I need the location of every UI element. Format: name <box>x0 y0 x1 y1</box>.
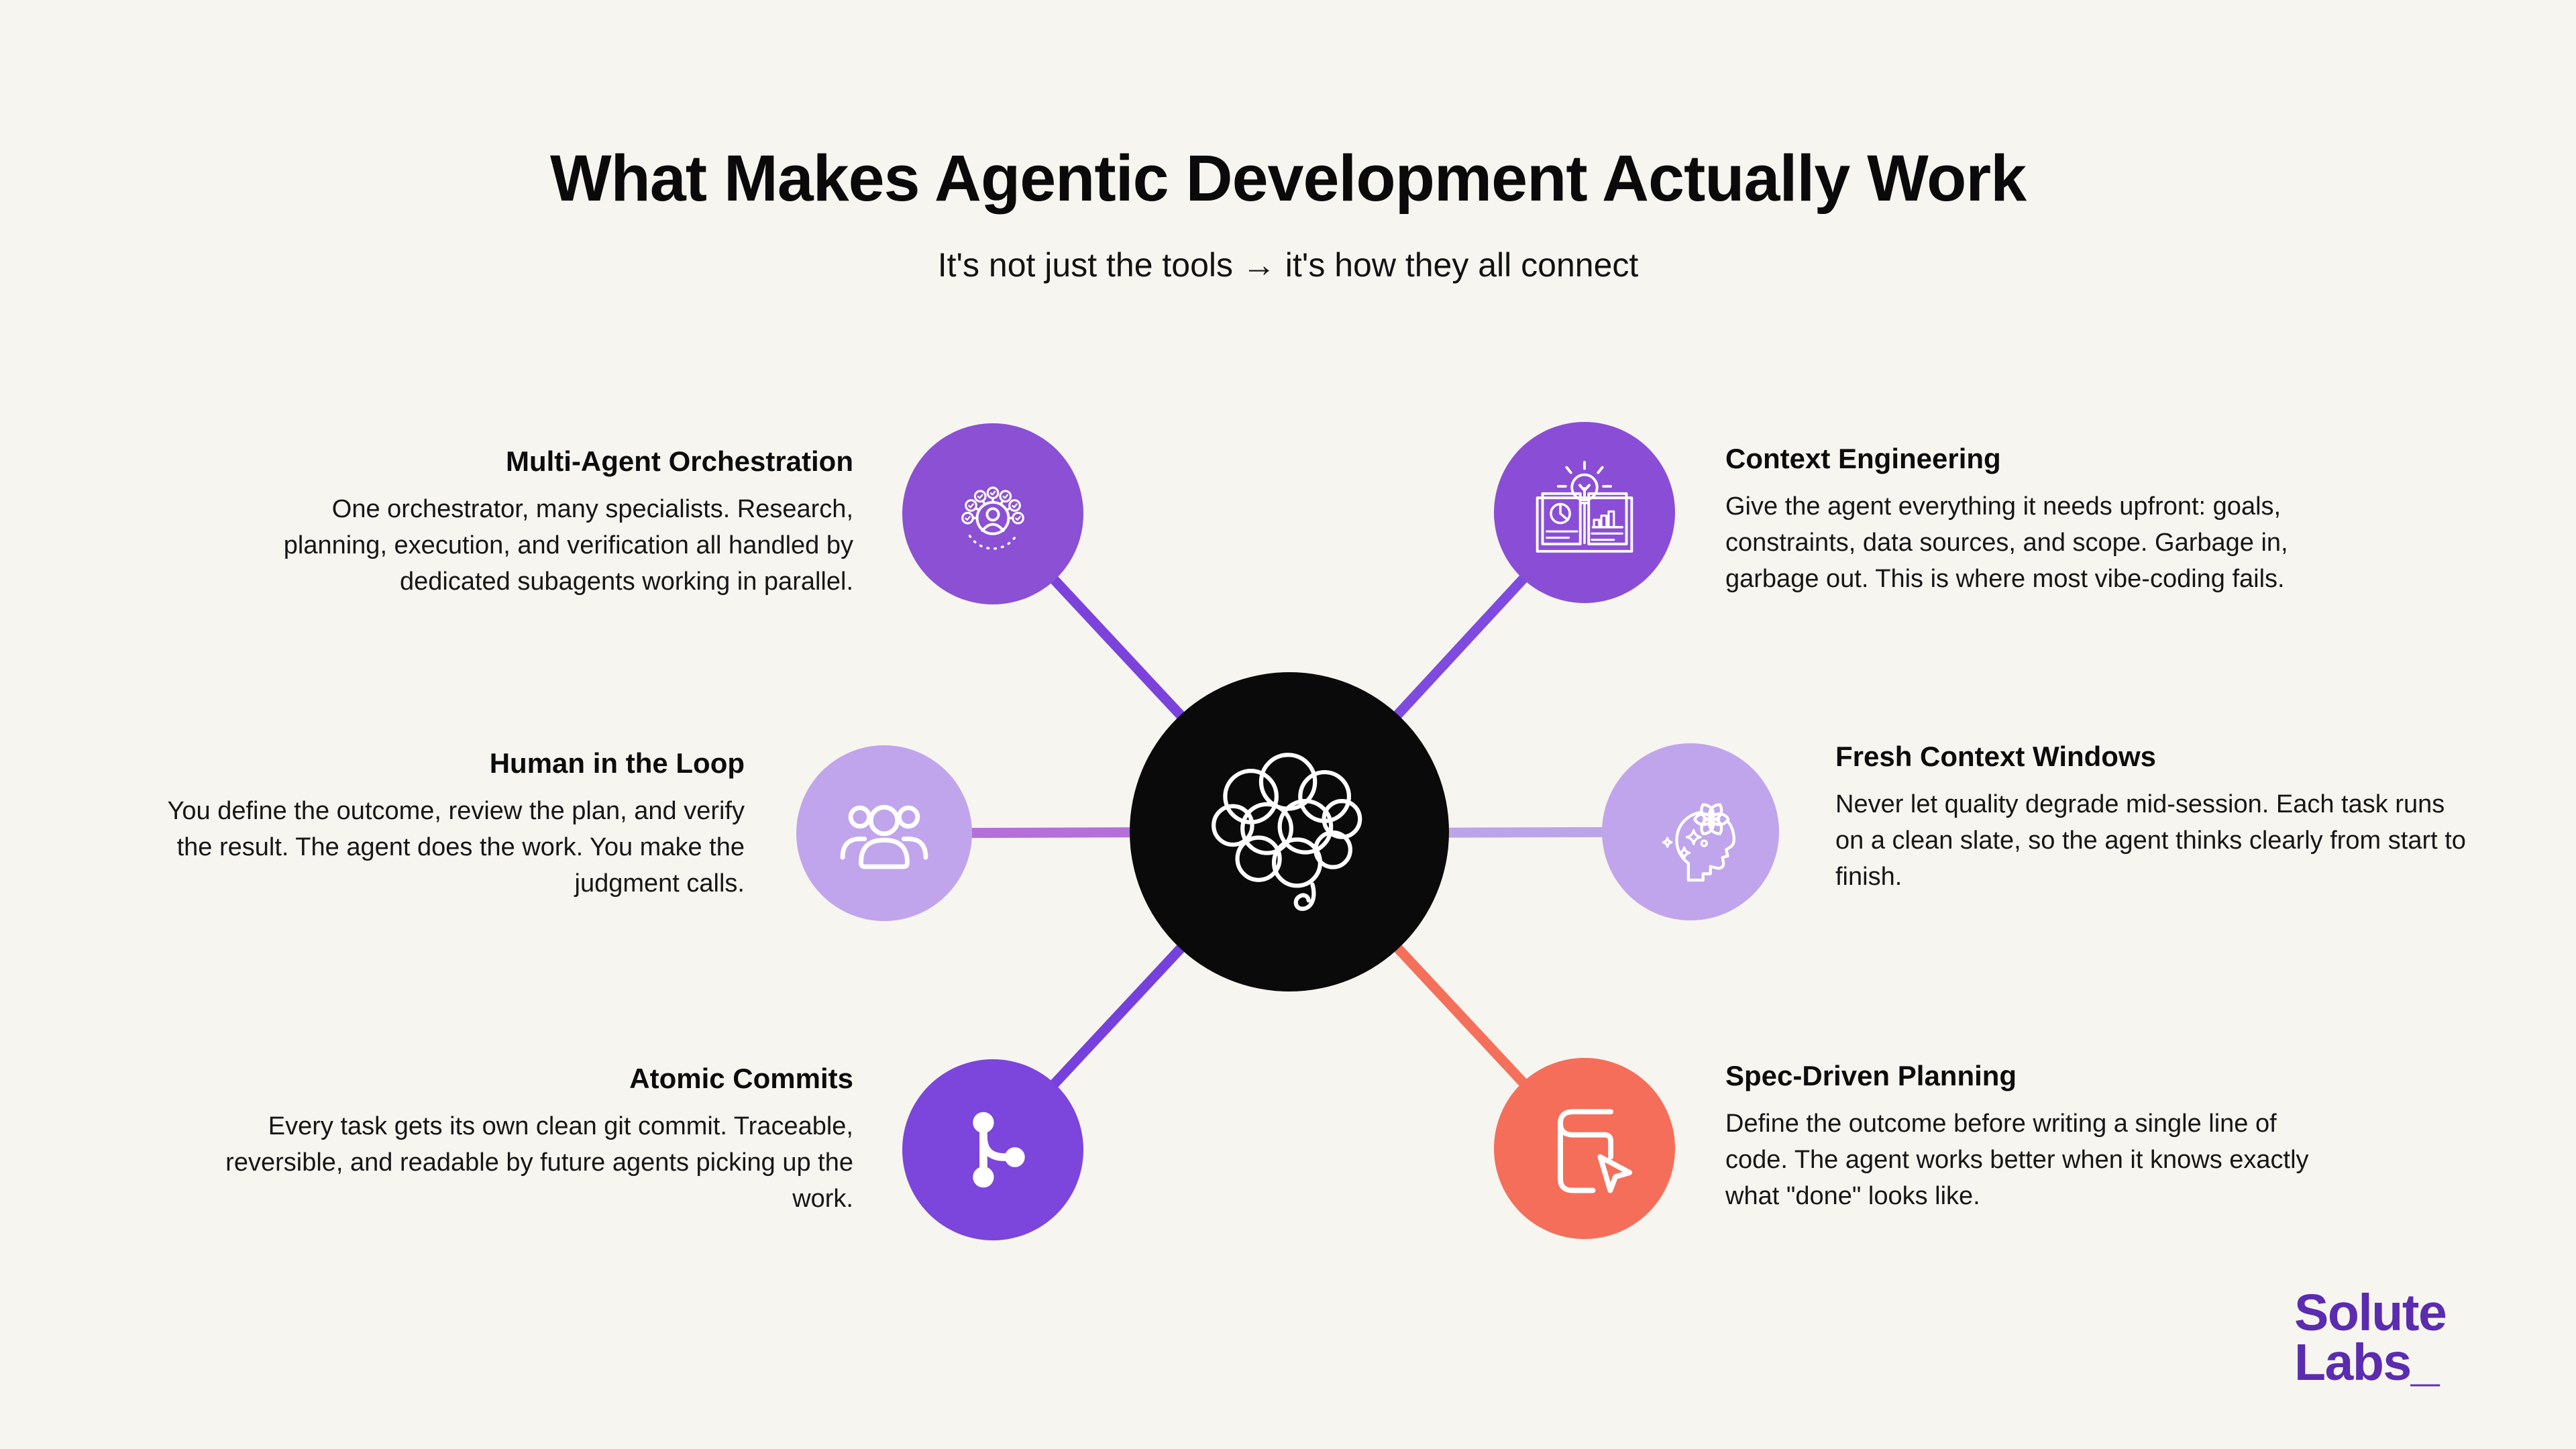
git-branch-icon <box>973 1112 1025 1188</box>
doc-cursor-icon <box>1558 1109 1633 1193</box>
node-circle-human-in-the-loop <box>796 745 972 921</box>
node-description: Define the outcome before writing a sing… <box>1725 1110 2309 1211</box>
node-description: You define the outcome, review the plan,… <box>167 797 745 898</box>
node-circle-context-engineering <box>1494 422 1675 603</box>
hub-circle <box>1130 672 1449 991</box>
people-icon <box>840 804 928 869</box>
node-title: Multi-Agent Orchestration <box>505 445 853 477</box>
node-text-multi-agent-orchestration: Multi-Agent Orchestration One orchestrat… <box>284 445 853 600</box>
book-idea-icon <box>1536 460 1633 553</box>
node-text-context-engineering: Context Engineering Give the agent every… <box>1725 443 2288 597</box>
orchestration-icon <box>961 486 1024 550</box>
node-title: Context Engineering <box>1725 443 2001 474</box>
logo-line-2: Labs_ <box>2294 1334 2440 1391</box>
brain-icon <box>1212 753 1362 911</box>
node-title: Human in the Loop <box>489 747 745 779</box>
node-title: Spec-Driven Planning <box>1725 1060 2017 1091</box>
page-subtitle: It's not just the tools → it's how they … <box>937 246 1639 284</box>
node-circle-spec-driven-planning <box>1494 1058 1675 1239</box>
node-description: Every task gets its own clean git commit… <box>225 1112 853 1214</box>
node-circle-fresh-context-windows <box>1602 743 1779 920</box>
node-text-atomic-commits: Atomic Commits Every task gets its own c… <box>225 1063 853 1217</box>
node-text-human-in-the-loop: Human in the Loop You define the outcome… <box>168 747 745 902</box>
solutelabs-logo: Solute Labs_ <box>2294 1284 2447 1391</box>
page-title: What Makes Agentic Development Actually … <box>549 142 2027 215</box>
node-title: Atomic Commits <box>629 1063 853 1094</box>
node-description: Never let quality degrade mid-session. E… <box>1835 790 2466 892</box>
node-text-fresh-context-windows: Fresh Context Windows Never let quality … <box>1835 741 2466 895</box>
node-circle-multi-agent-orchestration <box>902 423 1083 604</box>
node-text-spec-driven-planning: Spec-Driven Planning Define the outcome … <box>1725 1060 2309 1214</box>
mind-sparkles-icon <box>1662 803 1736 882</box>
logo-line-1: Solute <box>2294 1284 2447 1342</box>
node-description: One orchestrator, many specialists. Rese… <box>283 495 853 596</box>
node-title: Fresh Context Windows <box>1835 741 2156 772</box>
node-description: Give the agent everything it needs upfro… <box>1725 492 2288 594</box>
node-circle-atomic-commits <box>902 1059 1083 1240</box>
